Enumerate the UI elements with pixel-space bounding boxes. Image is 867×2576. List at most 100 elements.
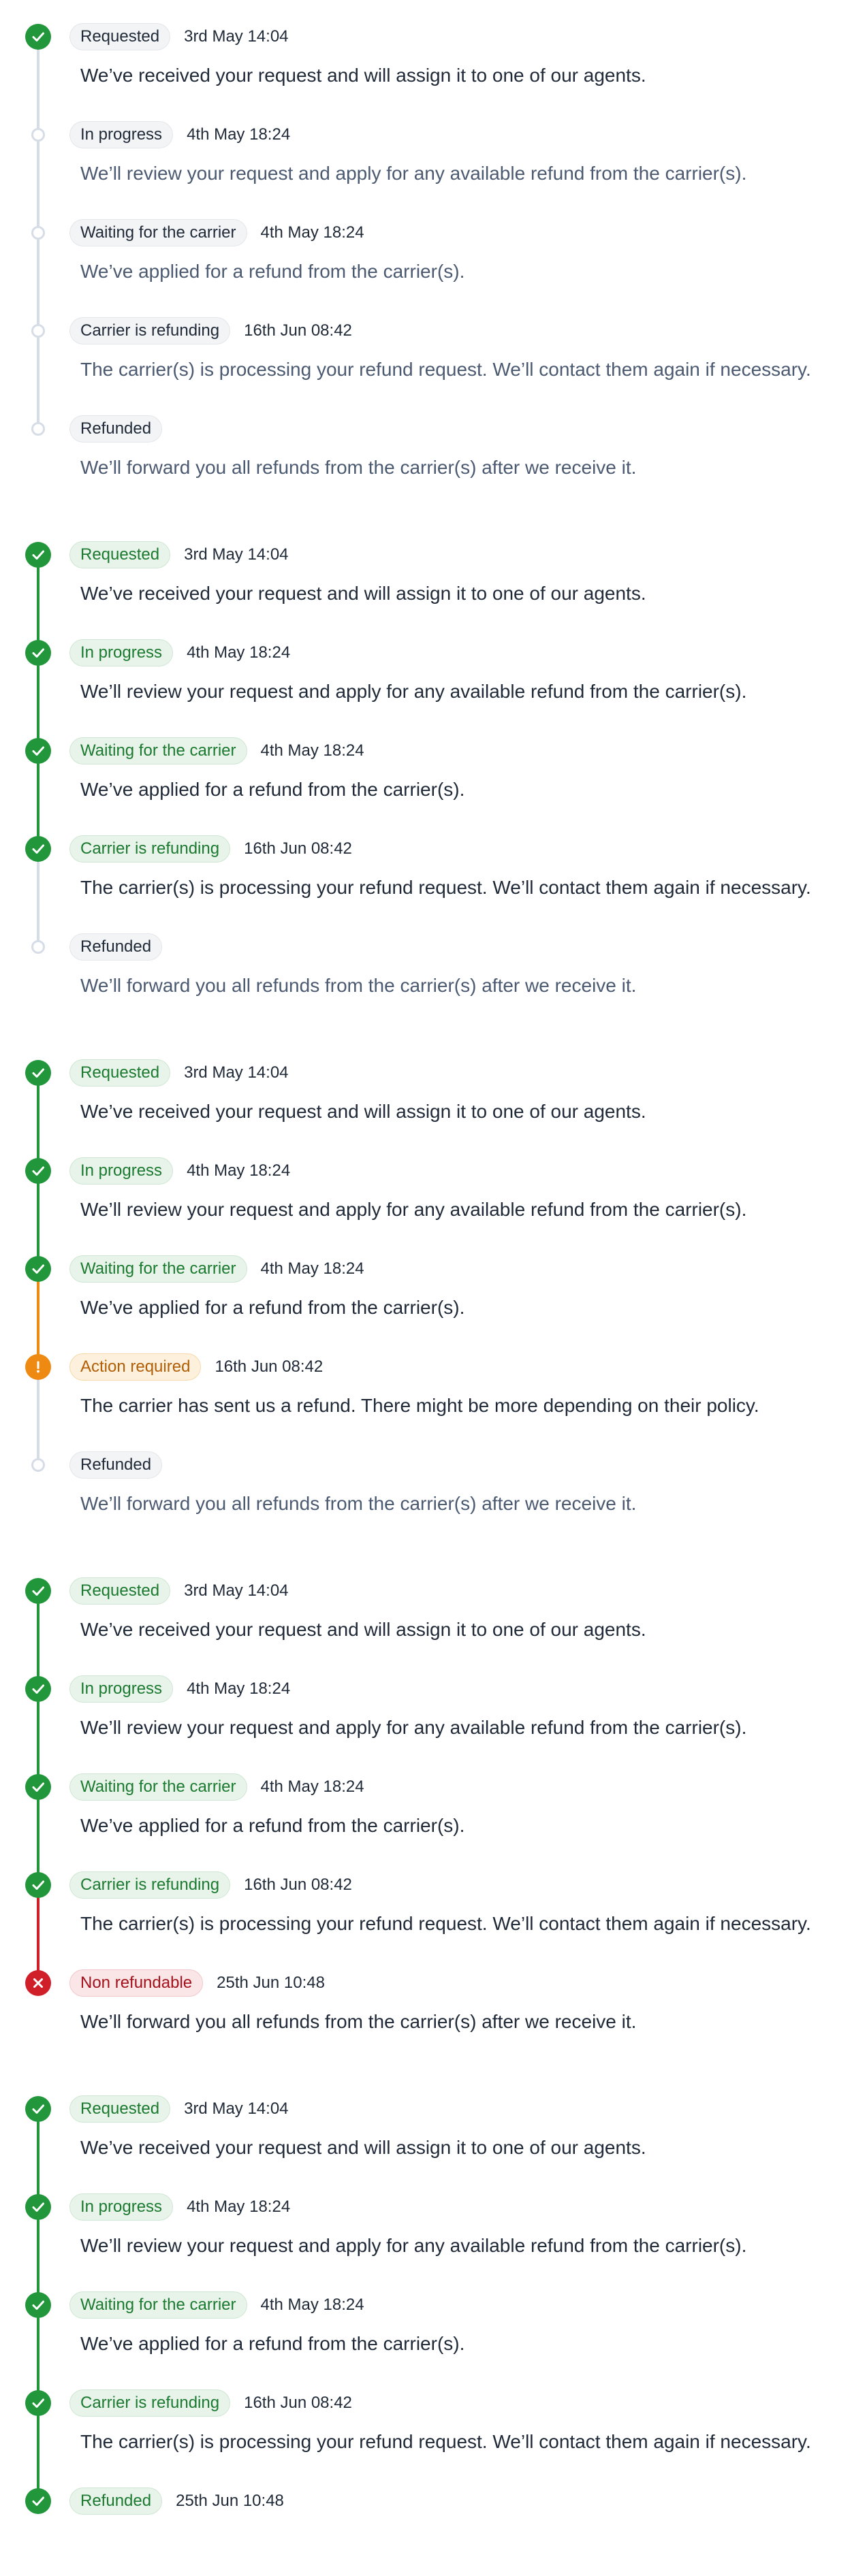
timeline-connector [37, 331, 40, 429]
timeline-connector [37, 1787, 40, 1885]
status-timestamp: 4th May 18:24 [187, 643, 291, 662]
status-description: We’ll review your request and apply for … [80, 163, 747, 184]
check-icon [25, 2194, 51, 2220]
status-badge: In progress [69, 121, 174, 148]
status-badge: Requested [69, 2095, 171, 2123]
check-icon [25, 1872, 51, 1898]
timeline-connector [37, 1269, 40, 1367]
step-header: Refunded [69, 415, 163, 442]
timeline-connector [37, 2207, 40, 2305]
exclamation-icon [25, 1354, 51, 1380]
status-description: We’ve applied for a refund from the carr… [80, 1815, 465, 1836]
pending-dot-icon [31, 1458, 45, 1472]
timeline-connector [37, 233, 40, 331]
status-badge: Refunded [69, 1451, 163, 1479]
check-icon [25, 1676, 51, 1702]
step-header: Refunded [69, 933, 163, 961]
pending-dot-icon [31, 422, 45, 436]
status-description: We’ve applied for a refund from the carr… [80, 2333, 465, 2354]
timeline-connector [37, 1073, 40, 1171]
timeline-connector [37, 135, 40, 233]
timeline-connector [37, 555, 40, 653]
status-timestamp: 16th Jun 08:42 [244, 839, 352, 858]
timeline-connector [37, 37, 40, 135]
check-icon [25, 24, 51, 50]
status-timestamp: 4th May 18:24 [187, 125, 291, 144]
status-timestamp: 25th Jun 10:48 [217, 1974, 325, 1992]
timeline-connector [37, 751, 40, 849]
status-description: The carrier(s) is processing your refund… [80, 2431, 811, 2452]
status-timestamp: 4th May 18:24 [260, 2296, 364, 2314]
pending-dot-icon [31, 324, 45, 338]
status-badge: Waiting for the carrier [69, 2291, 247, 2319]
status-timestamp: 16th Jun 08:42 [244, 1875, 352, 1894]
step-header: Waiting for the carrier 4th May 18:24 [69, 2291, 364, 2319]
timeline-connector [37, 1367, 40, 1465]
status-timestamp: 25th Jun 10:48 [176, 2492, 284, 2510]
pending-dot-icon [31, 940, 45, 954]
timeline-connector [37, 1689, 40, 1787]
status-description: We’ve received your request and will ass… [80, 1101, 646, 1122]
status-badge: Requested [69, 1059, 171, 1086]
status-timestamp: 4th May 18:24 [260, 1259, 364, 1278]
status-timestamp: 4th May 18:24 [260, 223, 364, 242]
step-header: In progress 4th May 18:24 [69, 639, 290, 666]
status-timestamp: 4th May 18:24 [187, 1161, 291, 1180]
status-badge: Requested [69, 1577, 171, 1605]
timeline-connector [37, 2403, 40, 2501]
status-badge: Refunded [69, 415, 163, 442]
status-timestamp: 4th May 18:24 [260, 1777, 364, 1796]
status-badge: In progress [69, 639, 174, 666]
cross-icon [25, 1970, 51, 1996]
check-icon [25, 738, 51, 764]
check-icon [25, 1060, 51, 1086]
status-description: We’ll forward you all refunds from the c… [80, 2011, 637, 2032]
check-icon [25, 2488, 51, 2514]
status-description: We’ve applied for a refund from the carr… [80, 1297, 465, 1318]
status-badge: Requested [69, 23, 171, 50]
status-timestamp: 16th Jun 08:42 [244, 321, 352, 340]
timeline-connector [37, 2305, 40, 2403]
status-description: We’ve received your request and will ass… [80, 1619, 646, 1640]
check-icon [25, 542, 51, 568]
timeline-connector [37, 653, 40, 751]
status-badge: Refunded [69, 933, 163, 961]
check-icon [25, 2096, 51, 2122]
status-description: We’ve received your request and will ass… [80, 583, 646, 604]
status-description: The carrier(s) is processing your refund… [80, 1913, 811, 1934]
status-description: We’ve received your request and will ass… [80, 65, 646, 86]
status-description: We’ll forward you all refunds from the c… [80, 975, 637, 996]
status-description: We’ll forward you all refunds from the c… [80, 457, 637, 478]
status-timestamp: 3rd May 14:04 [184, 2099, 289, 2118]
status-badge: In progress [69, 1675, 174, 1703]
timeline-connector [37, 1885, 40, 1983]
